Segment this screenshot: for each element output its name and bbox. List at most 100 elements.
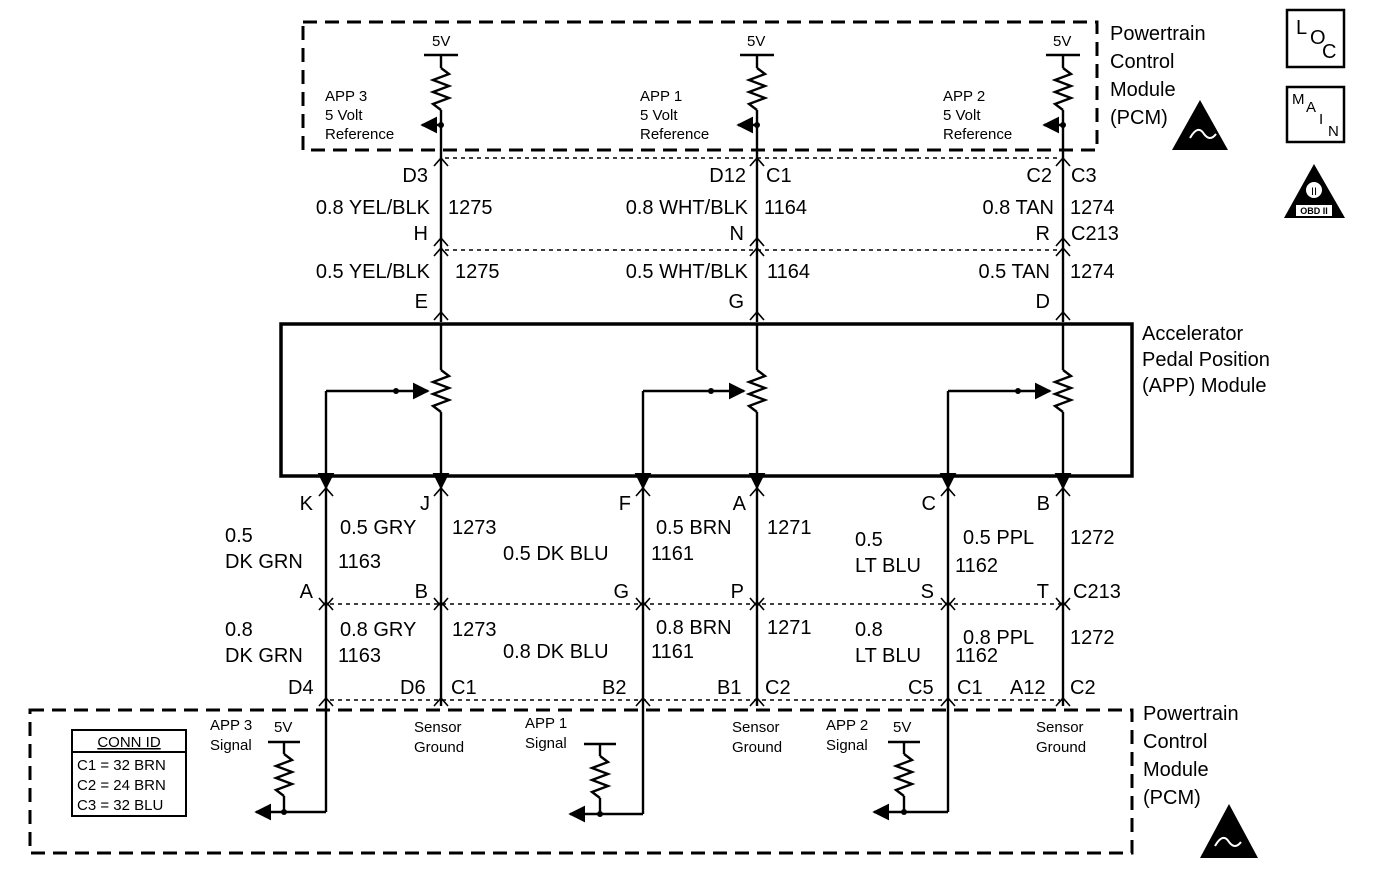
pcm-pin-c5: C5 — [908, 677, 934, 699]
ref-label-line: APP 2 — [943, 88, 985, 105]
wire-color-label: 0.5 — [225, 525, 253, 547]
c213-pin-h: H — [414, 223, 428, 245]
ref-label-line: 5 Volt — [943, 107, 981, 124]
ref-label-line: 5 Volt — [640, 107, 678, 124]
main-icon-char: A — [1306, 99, 1316, 116]
pcm-pin-b2: B2 — [602, 677, 626, 699]
pcm-pin-d3: D3 — [402, 165, 428, 187]
c213-pin-g: G — [613, 581, 629, 603]
ground-label-line: Sensor — [1036, 719, 1084, 736]
pcm-top-label-2: Control — [1110, 51, 1174, 73]
circuit-number: 1163 — [338, 551, 381, 573]
c213-pin-a: A — [300, 581, 314, 603]
ref-label-line: APP 1 — [640, 88, 682, 105]
loc-icon: L O C — [1285, 8, 1346, 69]
app-pin-j: J — [420, 493, 430, 515]
wire-color-label: DK GRN — [225, 551, 303, 573]
pcm-connector-c3: C3 — [1071, 165, 1097, 187]
wire-color-label: 0.5 GRY — [340, 517, 416, 539]
conn-id-row: C3 = 32 BLU — [77, 797, 163, 814]
circuit-number: 1275 — [448, 197, 493, 219]
circuit-number: 1164 — [764, 197, 807, 219]
pcm-pin-c2: C2 — [1026, 165, 1052, 187]
c213-connector-label: C213 — [1071, 223, 1119, 245]
ground-label-line: Ground — [732, 739, 782, 756]
wire-color-label: 0.5 TAN — [978, 261, 1050, 283]
pcm-pin-a12: A12 — [1010, 677, 1046, 699]
ref-label-line: Reference — [640, 126, 709, 143]
app-module-label-2: Pedal Position — [1142, 349, 1270, 371]
pcm-pin-d4: D4 — [288, 677, 314, 699]
circuit-number: 1164 — [767, 261, 810, 283]
wire-color-label: 0.5 WHT/BLK — [626, 261, 749, 283]
circuit-number: 1274 — [1070, 261, 1115, 283]
obd2-icon-char: OBD II — [1300, 206, 1328, 216]
app-pin-k: K — [300, 493, 314, 515]
c213-pin-r: R — [1036, 223, 1050, 245]
conn-id-row: C1 = 32 BRN — [77, 757, 166, 774]
loc-icon-char: O — [1310, 27, 1326, 49]
pcm-connector-c1: C1 — [451, 677, 477, 699]
wire-color-label: 0.5 DK BLU — [503, 543, 609, 565]
ground-label-line: Sensor — [414, 719, 462, 736]
lower-wires — [318, 486, 1071, 707]
pcm-pin-b1: B1 — [717, 677, 741, 699]
app-module-label-1: Accelerator — [1142, 323, 1243, 345]
pcm-signal-app2: APP 2 Signal 5V — [826, 706, 950, 821]
wire-color-label: 0.8 TAN — [982, 197, 1054, 219]
wire-color-label: 0.8 DK BLU — [503, 641, 609, 663]
wire-color-label: 0.5 YEL/BLK — [316, 261, 431, 283]
wire-color-label: 0.8 PPL — [963, 627, 1034, 649]
signal-label-line: Signal — [826, 737, 868, 754]
loc-icon-char: C — [1322, 41, 1336, 63]
main-icon-char: M — [1292, 91, 1305, 108]
supply-5v-label: 5V — [274, 719, 292, 736]
supply-5v-label: 5V — [1053, 33, 1071, 50]
circuit-number: 1162 — [955, 645, 998, 667]
ground-label-line: Ground — [1036, 739, 1086, 756]
app-pin-d: D — [1036, 291, 1050, 313]
circuit-number: 1274 — [1070, 197, 1115, 219]
pcm-bottom-label-2: Control — [1143, 731, 1207, 753]
potentiometer-app2 — [939, 324, 1075, 490]
app-module-box — [279, 322, 1134, 478]
wire-color-label: LT BLU — [855, 555, 921, 577]
circuit-number: 1272 — [1070, 627, 1115, 649]
conn-id-title: CONN ID — [97, 734, 161, 751]
obd2-icon: II OBD II — [1284, 164, 1345, 218]
c213-pin-t: T — [1037, 581, 1049, 603]
circuit-number: 1273 — [452, 619, 497, 641]
wire-color-label: 0.8 BRN — [656, 617, 732, 639]
pcm-signal-app1: APP 1 Signal — [525, 706, 645, 823]
main-icon: M A I N — [1285, 85, 1346, 144]
app-pin-a: A — [733, 493, 747, 515]
potentiometer-app1 — [634, 324, 769, 490]
supply-5v-label: 5V — [747, 33, 765, 50]
pcm-ref-app2: 5V APP 2 5 Volt Reference — [943, 33, 1080, 160]
signal-label-line: APP 1 — [525, 715, 567, 732]
signal-label-line: APP 2 — [826, 717, 868, 734]
potentiometer-app3 — [317, 324, 453, 490]
c213-pin-n: N — [730, 223, 744, 245]
wire-color-label: 0.5 PPL — [963, 527, 1034, 549]
main-icon-char: I — [1319, 111, 1323, 128]
conn-id-table: CONN ID C1 = 32 BRN C2 = 24 BRN C3 = 32 … — [71, 729, 187, 817]
circuit-number: 1272 — [1070, 527, 1115, 549]
supply-5v-label: 5V — [432, 33, 450, 50]
pcm-top-label-1: Powertrain — [1110, 23, 1206, 45]
circuit-number: 1162 — [955, 555, 998, 577]
c213-pin-b: B — [415, 581, 428, 603]
main-icon-char: N — [1328, 123, 1339, 140]
conn-id-row: C2 = 24 BRN — [77, 777, 166, 794]
circuit-number: 1161 — [651, 641, 694, 663]
app-pin-c: C — [922, 493, 936, 515]
pcm-pin-d12: D12 — [709, 165, 746, 187]
wire-color-label: 0.8 YEL/BLK — [316, 197, 431, 219]
pcm-ref-app1: 5V APP 1 5 Volt Reference — [640, 33, 774, 160]
pcm-connector-c1: C1 — [766, 165, 792, 187]
pcm-connector-c2: C2 — [765, 677, 791, 699]
esd-warning-icon — [1172, 100, 1228, 150]
upper-wires — [433, 156, 1071, 322]
signal-label-line: Signal — [525, 735, 567, 752]
